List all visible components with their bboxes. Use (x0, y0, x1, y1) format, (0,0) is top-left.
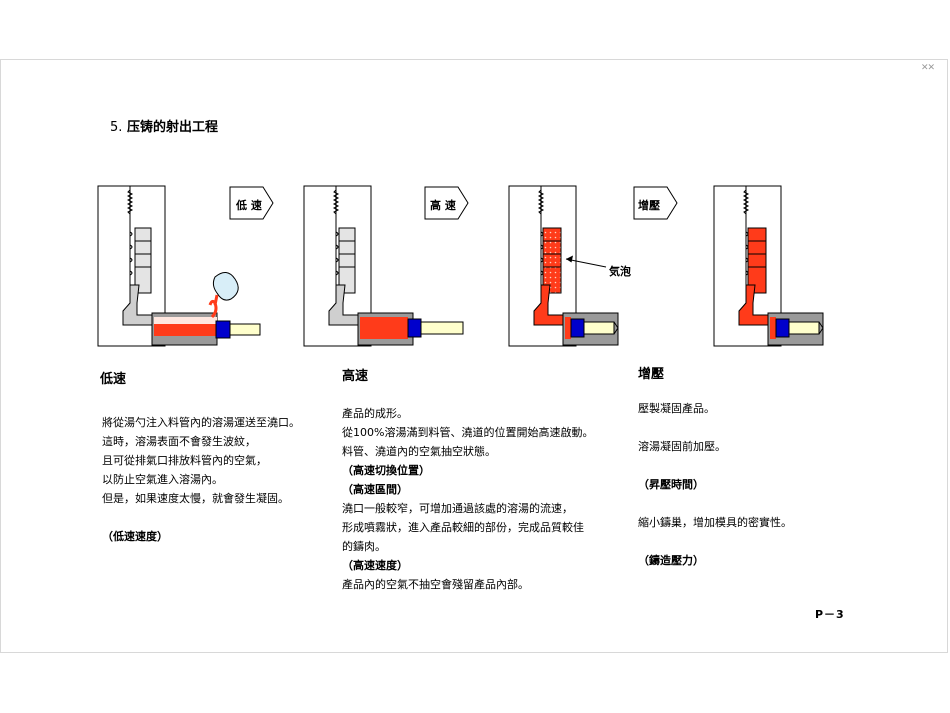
text-line: 以防止空氣進入溶湯內。 (102, 473, 223, 486)
stage-tag-intensify: 增壓 (638, 199, 660, 212)
section-heading-intensify: 增壓 (638, 367, 665, 382)
text-line: 產品的成形。 (342, 407, 408, 420)
vent-zigzag (742, 189, 750, 215)
plunger-rod (788, 321, 820, 335)
plunger-rod (229, 323, 261, 336)
ladle (212, 272, 239, 301)
arrow-line (565, 258, 607, 268)
stage-tag-low: 低 速 (236, 199, 262, 212)
ladle-pour (208, 294, 219, 319)
section-text-high: 產品的成形。從100%溶湯滿到料管、澆道的位置開始高速啟動。料管、澆道內的空氣抽… (342, 404, 593, 594)
line-gap (102, 508, 300, 527)
diagram-high-speed (303, 185, 464, 347)
plunger-tip (570, 318, 585, 338)
text-line: 將從湯勺注入料管內的溶湯運送至澆口。 (102, 416, 300, 429)
vent-zigzag (537, 189, 545, 215)
text-line: 形成噴霧狀，進入產品較細的部份，完成品質較佳 (342, 521, 584, 534)
text-line: 的鑄肉。 (342, 540, 386, 553)
section-heading-high: 高速 (342, 369, 369, 384)
molten-metal (154, 324, 217, 336)
page-sheet (0, 59, 948, 653)
stage-tag-shape-3 (633, 186, 678, 220)
text-line: 這時，溶湯表面不會發生波紋， (102, 435, 256, 448)
line-gap (638, 418, 792, 437)
sleeve-inner (154, 317, 217, 324)
param-label: （鑄造壓力） (638, 554, 704, 567)
param-label: （高速速度） (342, 559, 408, 572)
section-text-low: 將從湯勺注入料管內的溶湯運送至澆口。這時，溶湯表面不會發生波紋， 且可從排氣口排放… (102, 413, 300, 546)
vent-zigzag (332, 189, 340, 215)
text-line: 但是，如果速度太慢，就會發生凝固。 (102, 492, 289, 505)
text-line: 縮小鑄巢，增加模具的密實性。 (638, 516, 792, 529)
diagram-intensification-bubbles (508, 185, 619, 347)
vent-zigzag (126, 189, 134, 215)
title-number: 5. (110, 120, 123, 135)
stage-tag-high: 高 速 (430, 199, 456, 212)
text-line: 且可從排氣口排放料管內的空氣， (102, 454, 267, 467)
plunger-tip (215, 320, 231, 339)
plunger-rod-end (818, 321, 824, 335)
stage-tag-shape-2 (424, 186, 469, 220)
text-line: 澆口一般較窄，可增加通過該處的溶湯的流速， (342, 502, 573, 515)
diagram-intensification-solid (713, 185, 824, 347)
param-label: （高速區間） (342, 483, 408, 496)
line-gap (638, 532, 792, 551)
stage-tag-shape-1 (229, 186, 274, 220)
plunger-tip (407, 318, 422, 338)
text-line: 料管、澆道內的空氣抽空狀態。 (342, 445, 496, 458)
text-line: 從100%溶湯滿到料管、澆道的位置開始高速啟動。 (342, 426, 594, 439)
line-gap (638, 494, 792, 513)
cast-part-solid (745, 227, 767, 294)
biscuit (770, 317, 776, 339)
plunger-rod-end (613, 321, 619, 335)
arrow-head (566, 255, 573, 263)
cast-part-filled (540, 227, 562, 294)
page-number: P－3 (815, 608, 845, 621)
section-heading-low: 低速 (100, 372, 127, 387)
section-text-intensify: 壓製凝固產品。溶湯凝固前加壓。 （昇壓時間） 縮小鑄巢，增加模具的密實性。 （鑄造壓力… (638, 399, 792, 570)
line-gap (638, 456, 792, 475)
cast-part (129, 227, 152, 294)
biscuit (565, 317, 571, 339)
text-line: 壓製凝固產品。 (638, 402, 715, 415)
diagram-low-speed (97, 185, 261, 347)
param-label: （高速切換位置） (342, 464, 430, 477)
title-text: 压铸的射出工程 (126, 120, 218, 135)
plunger-tip (775, 318, 790, 338)
molten-metal (360, 317, 408, 339)
text-line: 產品內的空氣不抽空會殘留產品內部。 (342, 578, 529, 591)
plunger-rod (420, 321, 464, 335)
collapse-icon[interactable]: ✕✕ (921, 63, 935, 73)
cast-part (335, 227, 356, 294)
page-title: 5. 压铸的射出工程 (110, 116, 218, 135)
bubble-label: 気泡 (609, 265, 631, 278)
param-label: （昇壓時間） (638, 478, 704, 491)
text-line: 溶湯凝固前加壓。 (638, 440, 726, 453)
param-label: （低速速度） (102, 530, 168, 543)
plunger-rod (583, 321, 615, 335)
